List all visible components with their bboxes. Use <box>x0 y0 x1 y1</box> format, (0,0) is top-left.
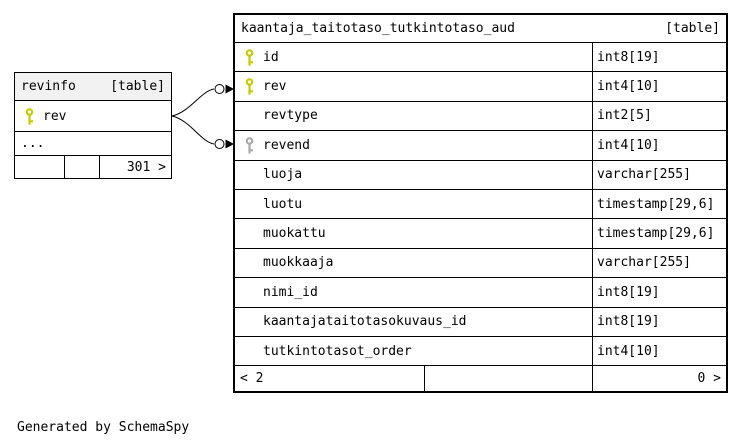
column-type: timestamp[29,6] <box>592 189 726 219</box>
column-name: rev <box>43 108 67 124</box>
column-row-muokkaaja: muokkaaja varchar[255] <box>235 248 726 279</box>
ellipsis-row: ... <box>15 132 171 156</box>
column-row-id: id int8[19] <box>235 43 726 73</box>
footer-cell-middle <box>64 156 99 178</box>
column-name: id <box>263 49 279 65</box>
column-name: muokkaaja <box>263 255 334 271</box>
footer-cell-left: < 2 <box>240 371 264 387</box>
column-type: int4[10] <box>592 72 726 101</box>
column-name: luoja <box>263 167 303 183</box>
main-table-header[interactable]: kaantaja_taitotaso_tutkintotaso_aud [tab… <box>235 15 726 43</box>
relationship-curve-rev <box>171 88 215 117</box>
revinfo-table: revinfo [table] rev ... 301 > <box>14 72 172 179</box>
column-name: tutkintotasot_order <box>263 343 412 359</box>
column-row-nimi_id: nimi_id int8[19] <box>235 278 726 308</box>
primary-key-icon <box>24 107 35 125</box>
column-name: nimi_id <box>263 284 318 300</box>
cardinality-circle-rev <box>214 84 225 94</box>
column-name: revend <box>263 137 310 153</box>
column-row-tutkintotasot_order: tutkintotasot_order int4[10] <box>235 336 726 367</box>
column-type: int8[19] <box>592 43 726 72</box>
main-table-name[interactable]: kaantaja_taitotaso_tutkintotaso_aud <box>241 21 515 36</box>
column-type: int8[19] <box>592 278 726 307</box>
generated-by-note: Generated by SchemaSpy <box>17 420 190 435</box>
column-name: muokattu <box>263 226 326 242</box>
column-type: int8[19] <box>592 307 726 336</box>
column-type: varchar[255] <box>592 160 726 189</box>
column-type: int4[10] <box>592 131 726 160</box>
relationship-curve-revend <box>171 115 215 145</box>
column-row-rev: rev int4[10] <box>235 72 726 102</box>
main-table-badge: [table] <box>665 21 720 36</box>
revinfo-table-name[interactable]: revinfo <box>21 79 76 94</box>
column-row-kaantajataitotasokuvaus_id: kaantajataitotasokuvaus_id int8[19] <box>235 307 726 337</box>
column-row-muokattu: muokattu timestamp[29,6] <box>235 219 726 249</box>
column-name: luotu <box>263 196 303 212</box>
column-type: int2[5] <box>592 101 726 131</box>
primary-key-icon <box>244 48 255 66</box>
footer-cell-right: 301 > <box>99 156 171 178</box>
footer-cell-right: 0 > <box>592 366 726 392</box>
revinfo-table-footer: 301 > <box>15 156 171 178</box>
column-name: revtype <box>263 108 318 124</box>
cardinality-circle-revend <box>214 139 225 149</box>
primary-key-icon <box>244 78 255 95</box>
column-type: varchar[255] <box>592 248 726 278</box>
footer-cell-left <box>15 156 64 178</box>
column-row-revend: revend int4[10] <box>235 131 726 161</box>
column-type: timestamp[29,6] <box>592 219 726 248</box>
foreign-key-icon <box>244 137 255 154</box>
revinfo-table-badge: [table] <box>110 79 165 94</box>
column-name: rev <box>263 79 287 95</box>
column-name: kaantajataitotasokuvaus_id <box>263 314 467 330</box>
main-table: kaantaja_taitotaso_tutkintotaso_aud [tab… <box>233 13 728 394</box>
column-row-revtype: revtype int2[5] <box>235 101 726 132</box>
column-row-luoja: luoja varchar[255] <box>235 160 726 190</box>
main-table-footer: < 2 0 > <box>235 366 726 392</box>
column-type: int4[10] <box>592 336 726 366</box>
footer-cell-middle <box>424 366 592 392</box>
column-row-luotu: luotu timestamp[29,6] <box>235 189 726 220</box>
revinfo-table-header[interactable]: revinfo [table] <box>15 73 171 101</box>
column-row-rev: rev <box>15 101 171 132</box>
